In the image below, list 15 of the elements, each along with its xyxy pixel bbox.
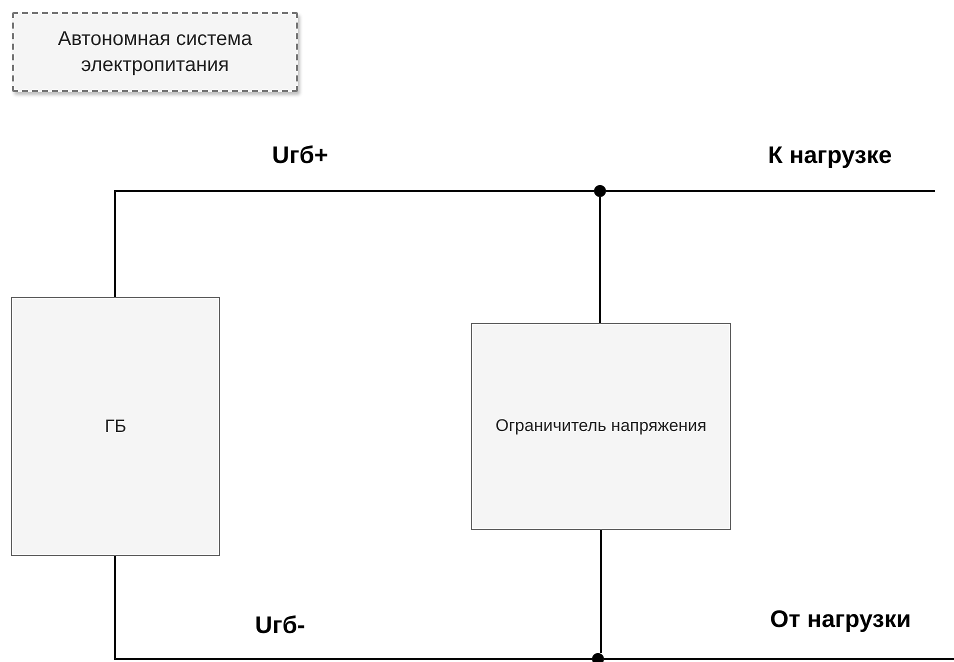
voltage-label: Uгб+ <box>272 142 328 170</box>
voltage-label: От нагрузки <box>770 606 911 634</box>
wire-line <box>604 658 954 660</box>
title-box: Автономная система электропитания <box>12 12 298 92</box>
junction-dot <box>594 185 606 197</box>
wire-line <box>600 530 602 653</box>
wire-line <box>114 190 594 297</box>
voltage-label: Uгб- <box>255 612 306 640</box>
voltage-label: К нагрузке <box>768 142 892 170</box>
wire-line <box>606 190 935 192</box>
junction-dot <box>592 653 604 662</box>
process-box: ГБ <box>11 297 220 556</box>
wire-line <box>114 556 592 660</box>
process-box: Ограничитель напряжения <box>471 323 731 530</box>
wire-line <box>599 197 601 323</box>
